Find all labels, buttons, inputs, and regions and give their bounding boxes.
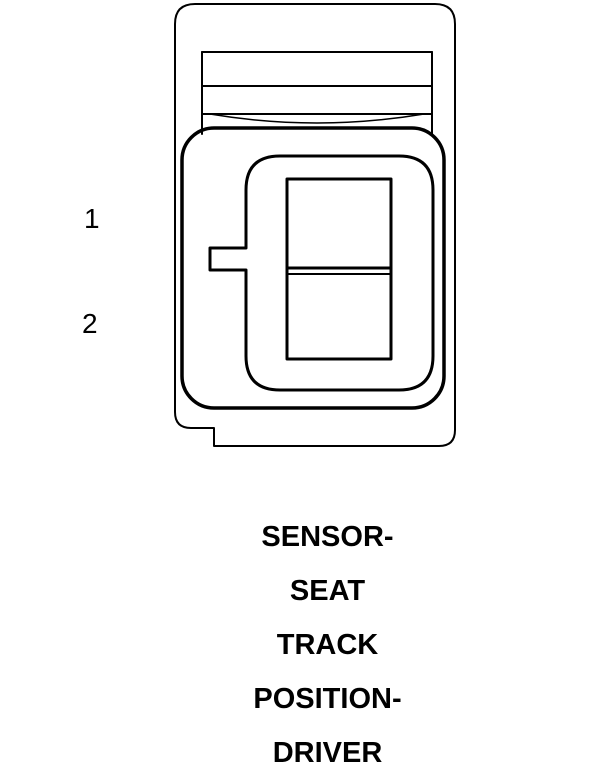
terminal-cavity-2 bbox=[285, 266, 393, 361]
caption-line-3: TRACK bbox=[276, 629, 379, 661]
connector-caption: SENSOR- SEAT TRACK POSITION- DRIVER bbox=[200, 510, 455, 780]
connector-face-diagram bbox=[174, 3, 456, 447]
connector-housing-outline bbox=[174, 3, 456, 447]
connector-latch bbox=[201, 51, 433, 135]
connector-body bbox=[180, 126, 446, 410]
caption-line-1: SENSOR- bbox=[261, 521, 394, 553]
caption-line-4: POSITION- bbox=[253, 683, 402, 715]
terminal-cavity-outline bbox=[208, 154, 435, 392]
caption-line-2: SEAT bbox=[289, 575, 366, 607]
pin-label-1: 1 bbox=[84, 203, 100, 234]
pin-label-2: 2 bbox=[82, 308, 98, 339]
terminal-cavity-1 bbox=[285, 177, 393, 270]
caption-line-5: DRIVER bbox=[272, 737, 383, 769]
